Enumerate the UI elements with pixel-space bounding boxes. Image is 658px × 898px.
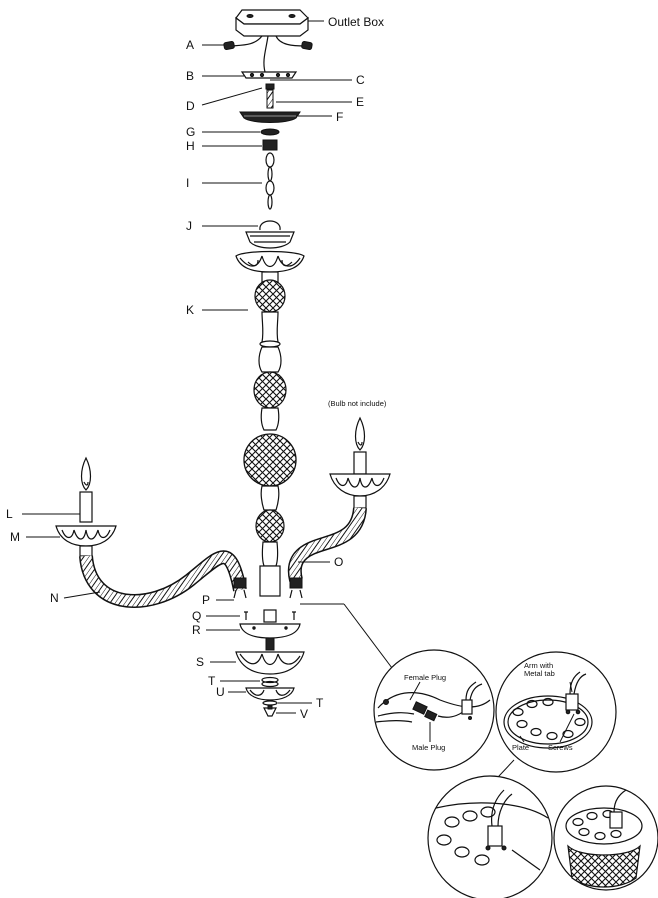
label-K: K <box>186 303 194 317</box>
washer-upper <box>261 676 279 684</box>
canopy-ring <box>260 128 280 136</box>
detail-plate-closeup <box>427 775 553 898</box>
note-bulb-not-included: (Bulb not include) <box>328 399 387 408</box>
label-F: F <box>336 110 343 124</box>
right-arm <box>287 416 391 599</box>
note-female-plug: Female Plug <box>404 673 446 682</box>
canopy-loop <box>262 139 278 151</box>
supply-wires <box>223 35 313 73</box>
chain <box>265 152 275 210</box>
label-C: C <box>356 73 365 87</box>
label-outlet-box: Outlet Box <box>328 15 384 29</box>
label-P: P <box>202 593 210 607</box>
label-Q: Q <box>192 609 201 623</box>
note-arm-with-metal-tab: Arm with Metal tab <box>524 661 555 678</box>
label-M: M <box>10 530 20 544</box>
label-T-upper: T <box>208 674 216 688</box>
label-H: H <box>186 139 195 153</box>
label-S: S <box>196 655 204 669</box>
label-G: G <box>186 125 195 139</box>
washer-lower <box>262 700 278 706</box>
label-E: E <box>356 95 364 109</box>
left-arm <box>55 456 247 608</box>
label-D: D <box>186 99 195 113</box>
bottom-cup <box>245 687 295 701</box>
center-column <box>235 231 305 597</box>
label-U: U <box>216 685 225 699</box>
detail-plate-screws <box>495 651 617 773</box>
bottom-leaf-bowl <box>235 651 305 675</box>
label-T-lower: T <box>316 696 324 710</box>
plate-screws <box>244 609 296 623</box>
label-I: I <box>186 176 189 190</box>
canopy <box>239 111 301 123</box>
label-N: N <box>50 591 59 605</box>
label-V: V <box>300 707 308 721</box>
finial <box>263 705 277 717</box>
note-male-plug: Male Plug <box>412 743 445 752</box>
detail-plug-connection <box>373 649 495 771</box>
mounting-crossbar <box>240 71 298 79</box>
note-plate: Plate <box>512 743 529 752</box>
label-J: J <box>186 219 192 233</box>
center-nipple <box>265 83 275 109</box>
outlet-box <box>235 9 309 37</box>
bottom-plate <box>239 623 301 639</box>
label-R: R <box>192 623 201 637</box>
note-screws: Screws <box>548 743 573 752</box>
detail-assembled-bottom <box>553 785 658 891</box>
label-L: L <box>6 507 13 521</box>
body-loop <box>259 220 281 231</box>
label-B: B <box>186 69 194 83</box>
label-A: A <box>186 38 194 52</box>
label-O: O <box>334 555 343 569</box>
